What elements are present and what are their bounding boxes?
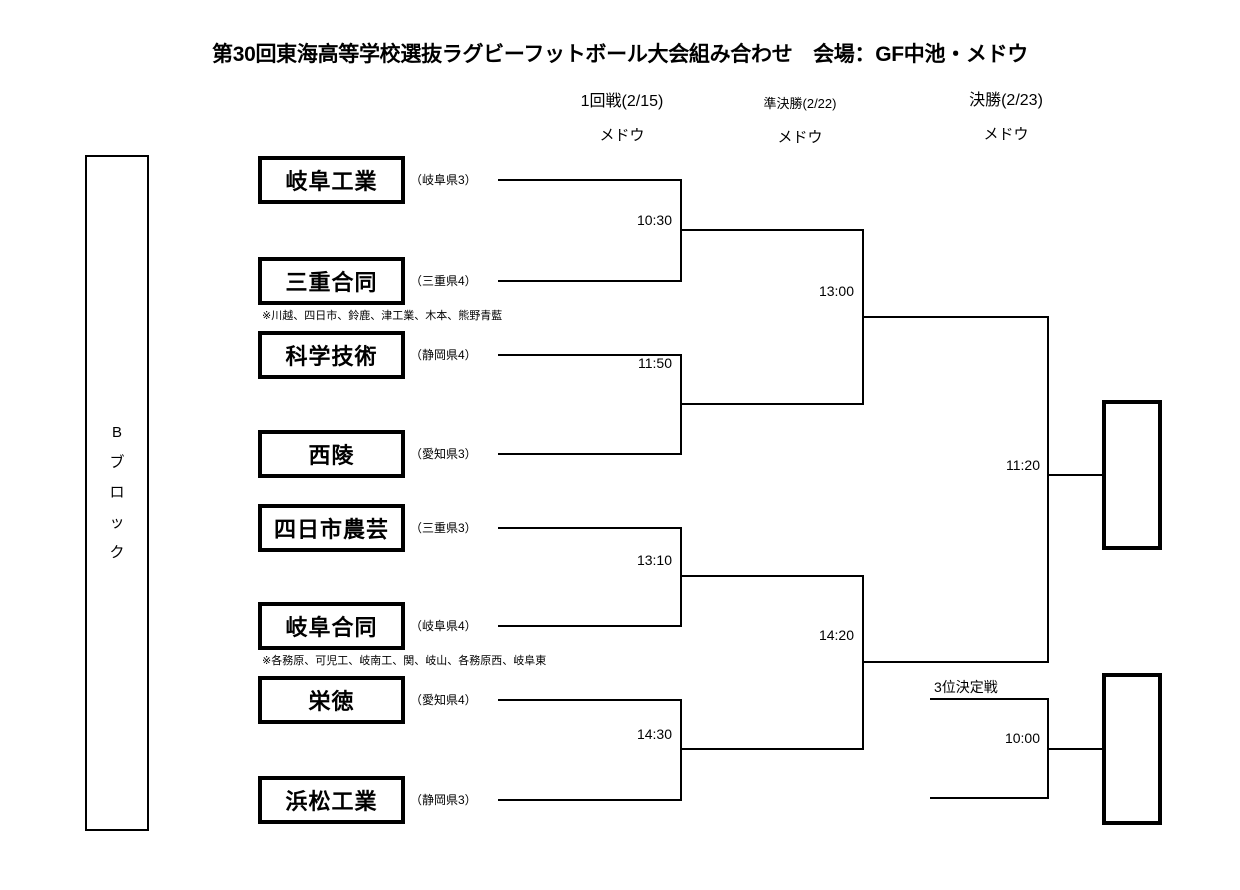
round-name: 準決勝(2/22) <box>763 96 837 111</box>
sf1-time: 13:00 <box>818 283 854 299</box>
r1-m2-feed-bottom <box>498 453 682 455</box>
team-name: 栄徳 <box>308 689 355 714</box>
block-label-char-4: ク <box>109 544 125 561</box>
team-name: 岐阜工業 <box>285 169 378 194</box>
r1-m1-feed-top <box>498 179 682 181</box>
team-pref-7: （愛知県4） <box>410 693 477 707</box>
block-label-box <box>85 155 149 831</box>
r1-m3-feed-bottom <box>498 625 682 627</box>
team-note-2: ※各務原、可児工、岐南工、関、岐山、各務原西、岐阜東 <box>262 655 547 667</box>
r1-m2-time: 11:50 <box>638 355 672 371</box>
third-to-winner <box>1047 748 1104 750</box>
round-header-1: 1回戦(2/15) メドウ <box>532 92 712 146</box>
final-feed-top <box>862 316 1049 318</box>
round-header-3: 決勝(2/23) メドウ <box>920 91 1092 145</box>
round-name: 1回戦(2/15) <box>580 93 664 110</box>
team-pref-6: （岐阜県4） <box>410 619 477 633</box>
r1-m4-feed-top <box>498 699 682 701</box>
r1-m3-time: 13:10 <box>636 552 672 568</box>
round-header-2: 準決勝(2/22) メドウ <box>715 94 885 148</box>
team-name: 科学技術 <box>285 344 378 369</box>
r1-m1-feed-bottom <box>498 280 682 282</box>
r1-m3-feed-top <box>498 527 682 529</box>
r1-m2-feed-top <box>498 354 682 356</box>
team-box-8[interactable]: 浜松工業 <box>258 776 405 824</box>
sf2-feed-bottom <box>680 748 864 750</box>
third-feed-bottom <box>930 797 1049 799</box>
third-place-time: 10:00 <box>1004 730 1040 746</box>
team-pref-3: （静岡県4） <box>410 348 477 362</box>
block-label: B ブ ロ ッ ク <box>85 155 149 831</box>
team-note-1: ※川越、四日市、鈴鹿、津工業、木本、熊野青藍 <box>262 310 503 322</box>
team-box-2[interactable]: 三重合同 <box>258 257 405 305</box>
team-box-5[interactable]: 四日市農芸 <box>258 504 405 552</box>
r1-m3-joiner <box>680 527 682 627</box>
team-box-3[interactable]: 科学技術 <box>258 331 405 379</box>
r1-m4-feed-bottom <box>498 799 682 801</box>
team-box-1[interactable]: 岐阜工業 <box>258 156 405 204</box>
r1-m4-joiner <box>680 699 682 801</box>
third-place-box[interactable] <box>1102 673 1162 825</box>
team-name: 四日市農芸 <box>273 517 389 542</box>
final-time: 11:20 <box>1006 457 1040 473</box>
team-pref-2: （三重県4） <box>410 274 477 288</box>
round-venue: メドウ <box>777 129 823 146</box>
champion-box[interactable] <box>1102 400 1162 550</box>
team-pref-1: （岐阜県3） <box>410 173 477 187</box>
round-venue: メドウ <box>599 127 645 144</box>
team-box-6[interactable]: 岐阜合同 <box>258 602 405 650</box>
team-pref-5: （三重県3） <box>410 521 477 535</box>
team-box-7[interactable]: 栄徳 <box>258 676 405 724</box>
team-pref-8: （静岡県3） <box>410 793 477 807</box>
sf1-feed-bottom <box>680 403 864 405</box>
r1-m1-time: 10:30 <box>636 212 672 228</box>
round-name: 決勝(2/23) <box>969 92 1043 109</box>
page-title: 第30回東海高等学校選抜ラグビーフットボール大会組み合わせ 会場：GF中池・メド… <box>212 43 1028 66</box>
final-feed-bottom <box>862 661 1049 663</box>
round-venue: メドウ <box>983 126 1029 143</box>
sf2-time: 14:20 <box>818 627 854 643</box>
team-name: 西陵 <box>308 443 355 468</box>
team-name: 三重合同 <box>285 270 378 295</box>
block-label-char-0: B <box>111 424 122 441</box>
team-pref-4: （愛知県3） <box>410 447 477 461</box>
block-label-char-3: ッ <box>109 514 125 531</box>
final-to-champion <box>1047 474 1104 476</box>
sf2-feed-top <box>680 575 864 577</box>
final-joiner <box>1047 316 1049 663</box>
team-box-4[interactable]: 西陵 <box>258 430 405 478</box>
team-name: 岐阜合同 <box>285 615 378 640</box>
sf1-feed-top <box>680 229 864 231</box>
block-label-char-2: ロ <box>109 484 125 501</box>
team-name: 浜松工業 <box>285 789 378 814</box>
r1-m4-time: 14:30 <box>636 726 672 742</box>
third-place-label: 3位決定戦 <box>934 679 998 695</box>
block-label-char-1: ブ <box>109 454 125 471</box>
third-feed-top <box>930 698 1049 700</box>
